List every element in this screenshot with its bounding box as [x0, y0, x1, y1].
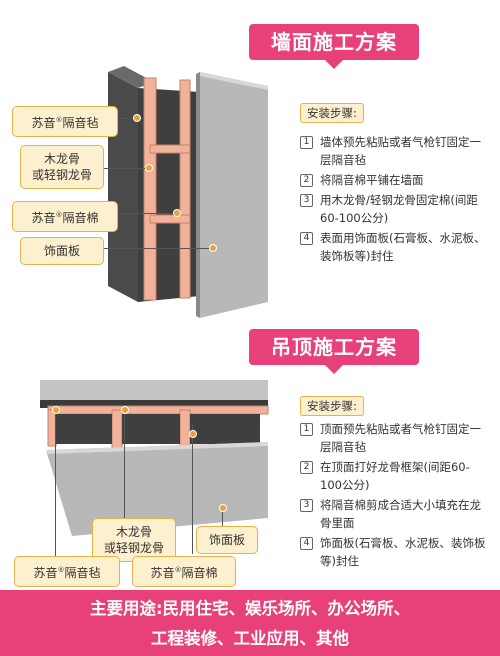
step-number: 1 — [300, 136, 313, 149]
step-text: 顶面预先粘贴或者气枪钉固定一层隔音毡 — [320, 422, 481, 454]
step-number: 3 — [300, 499, 313, 512]
usage-line-2: 工程装修、工业应用、其他 — [151, 629, 349, 648]
wall-step: 2 将隔音棉平铺在墙面 — [300, 171, 490, 189]
step-text: 墙体预先粘贴或者气枪钉固定一层隔音毡 — [320, 135, 481, 167]
ceiling-step: 3 将隔音棉剪成合适大小填充在龙骨里面 — [300, 496, 490, 532]
felt-suffix: 隔音毡 — [64, 566, 101, 580]
ceiling-step: 1 顶面预先粘贴或者气枪钉固定一层隔音毡 — [300, 420, 490, 456]
usage-footer: 主要用途:民用住宅、娱乐场所、办公场所、 工程装修、工业应用、其他 — [0, 590, 500, 656]
ceiling-steps-title: 安装步骤: — [300, 396, 364, 416]
cotton-brand: 苏音 — [150, 566, 175, 580]
ceiling-label-panel: 饰面板 — [196, 526, 258, 554]
connector-line — [55, 410, 56, 560]
cotton-suffix: 隔音棉 — [181, 566, 218, 580]
wall-label-cotton: 苏音®隔音棉 — [12, 201, 118, 232]
ceiling-diagram — [40, 380, 269, 536]
step-text: 饰面板(石膏板、水泥板、装饰板等)封住 — [320, 536, 486, 568]
felt-brand: 苏音 — [33, 566, 58, 580]
step-text: 用木龙骨/轻钢龙骨固定棉(间距60-100公分) — [320, 193, 478, 225]
marker-dot — [219, 504, 227, 512]
ceiling-title: 吊顶施工方案 — [249, 329, 419, 374]
wall-steps-title: 安装步骤: — [300, 103, 364, 123]
marker-dot — [133, 114, 141, 122]
felt-suffix: 隔音毡 — [62, 116, 99, 130]
ceiling-steps: 1 顶面预先粘贴或者气枪钉固定一层隔音毡 2 在顶面打好龙骨框架(间距60-100公… — [300, 420, 490, 572]
marker-dot — [189, 430, 197, 438]
wall-label-panel: 饰面板 — [20, 237, 104, 265]
step-text: 在顶面打好龙骨框架(间距60-100公分) — [320, 460, 470, 492]
connector-line — [118, 213, 176, 214]
wall-label-felt: 苏音®隔音毡 — [12, 106, 118, 137]
step-number: 4 — [300, 537, 313, 550]
marker-dot — [209, 244, 217, 252]
step-text: 将隔音棉剪成合适大小填充在龙骨里面 — [320, 498, 481, 530]
marker-dot — [145, 164, 153, 172]
wall-step: 4 表面用饰面板(石膏板、水泥板、装饰板等)封住 — [300, 229, 490, 265]
ceiling-label-cotton: 苏音®隔音棉 — [132, 556, 236, 587]
ceiling-step: 4 饰面板(石膏板、水泥板、装饰板等)封住 — [300, 534, 490, 570]
step-number: 3 — [300, 194, 313, 207]
step-text: 表面用饰面板(石膏板、水泥板、装饰板等)封住 — [320, 231, 486, 263]
usage-line-1: 主要用途:民用住宅、娱乐场所、办公场所、 — [89, 599, 411, 618]
connector-line — [104, 248, 212, 249]
cotton-brand: 苏音 — [31, 211, 56, 225]
wall-title: 墙面施工方案 — [249, 24, 419, 69]
connector-line — [104, 168, 148, 169]
step-number: 2 — [300, 174, 313, 187]
step-number: 1 — [300, 423, 313, 436]
step-number: 4 — [300, 232, 313, 245]
wall-steps: 1 墙体预先粘贴或者气枪钉固定一层隔音毡 2 将隔音棉平铺在墙面 3 用木龙骨/轻钢龙… — [300, 133, 490, 267]
connector-line — [192, 424, 193, 554]
connector-line — [118, 118, 136, 119]
wall-step: 3 用木龙骨/轻钢龙骨固定棉(间距60-100公分) — [300, 191, 490, 227]
marker-dot — [121, 406, 129, 414]
step-text: 将隔音棉平铺在墙面 — [320, 173, 424, 187]
marker-dot — [173, 209, 181, 217]
step-number: 2 — [300, 461, 313, 474]
wall-step: 1 墙体预先粘贴或者气枪钉固定一层隔音毡 — [300, 133, 490, 169]
marker-dot — [52, 406, 60, 414]
connector-line — [222, 508, 223, 526]
wall-label-keel: 木龙骨 或轻钢龙骨 — [20, 145, 104, 189]
ceiling-step: 2 在顶面打好龙骨框架(间距60-100公分) — [300, 458, 490, 494]
felt-brand: 苏音 — [31, 116, 56, 130]
connector-line — [124, 410, 125, 522]
ceiling-label-felt: 苏音®隔音毡 — [14, 556, 120, 587]
cotton-suffix: 隔音棉 — [62, 211, 99, 225]
